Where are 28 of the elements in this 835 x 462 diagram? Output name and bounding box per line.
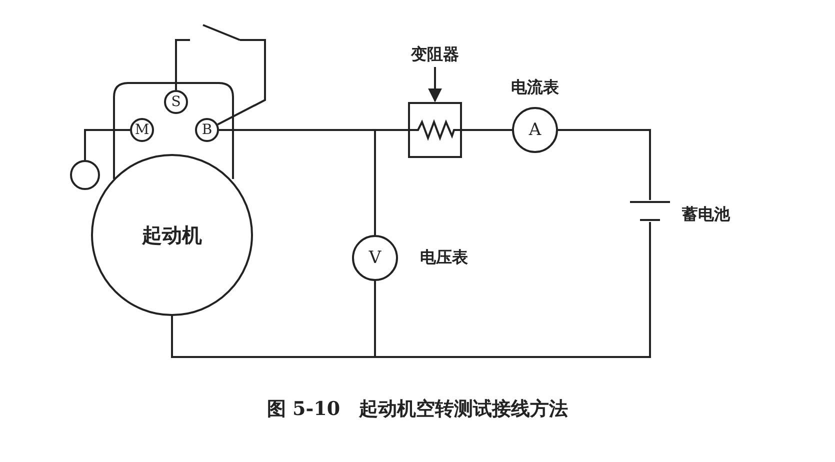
rheostat-symbol (408, 102, 462, 158)
terminal-circle (130, 118, 154, 142)
figure-caption: 图 5-10 起动机空转测试接线方法 (266, 397, 570, 422)
wire (462, 129, 512, 131)
terminal-letter: S (171, 94, 181, 110)
wire (171, 281, 376, 358)
component-label: 电压表 (420, 248, 468, 268)
terminal-letter: V (368, 248, 382, 268)
wire (219, 129, 376, 235)
solenoid-housing (113, 82, 234, 180)
terminal-circle (164, 90, 188, 114)
component-label: 蓄电池 (682, 204, 730, 226)
wire (558, 129, 651, 200)
battery-symbol (628, 200, 672, 222)
terminal-circle (195, 118, 219, 142)
wire (175, 39, 190, 90)
terminal-letter: B (202, 122, 212, 138)
starter-motor-circle (91, 154, 253, 316)
component-label: 变阻器 (411, 44, 459, 66)
wire (217, 39, 266, 126)
motor-label: 起动机 (142, 222, 202, 248)
component-label: 电流表 (511, 78, 559, 98)
wire (84, 129, 130, 160)
terminal-circle (512, 107, 558, 153)
terminal-circle (352, 235, 398, 281)
terminal-letter: A (528, 120, 542, 140)
terminal-letter: M (134, 122, 150, 138)
pinion-circle (70, 160, 100, 190)
